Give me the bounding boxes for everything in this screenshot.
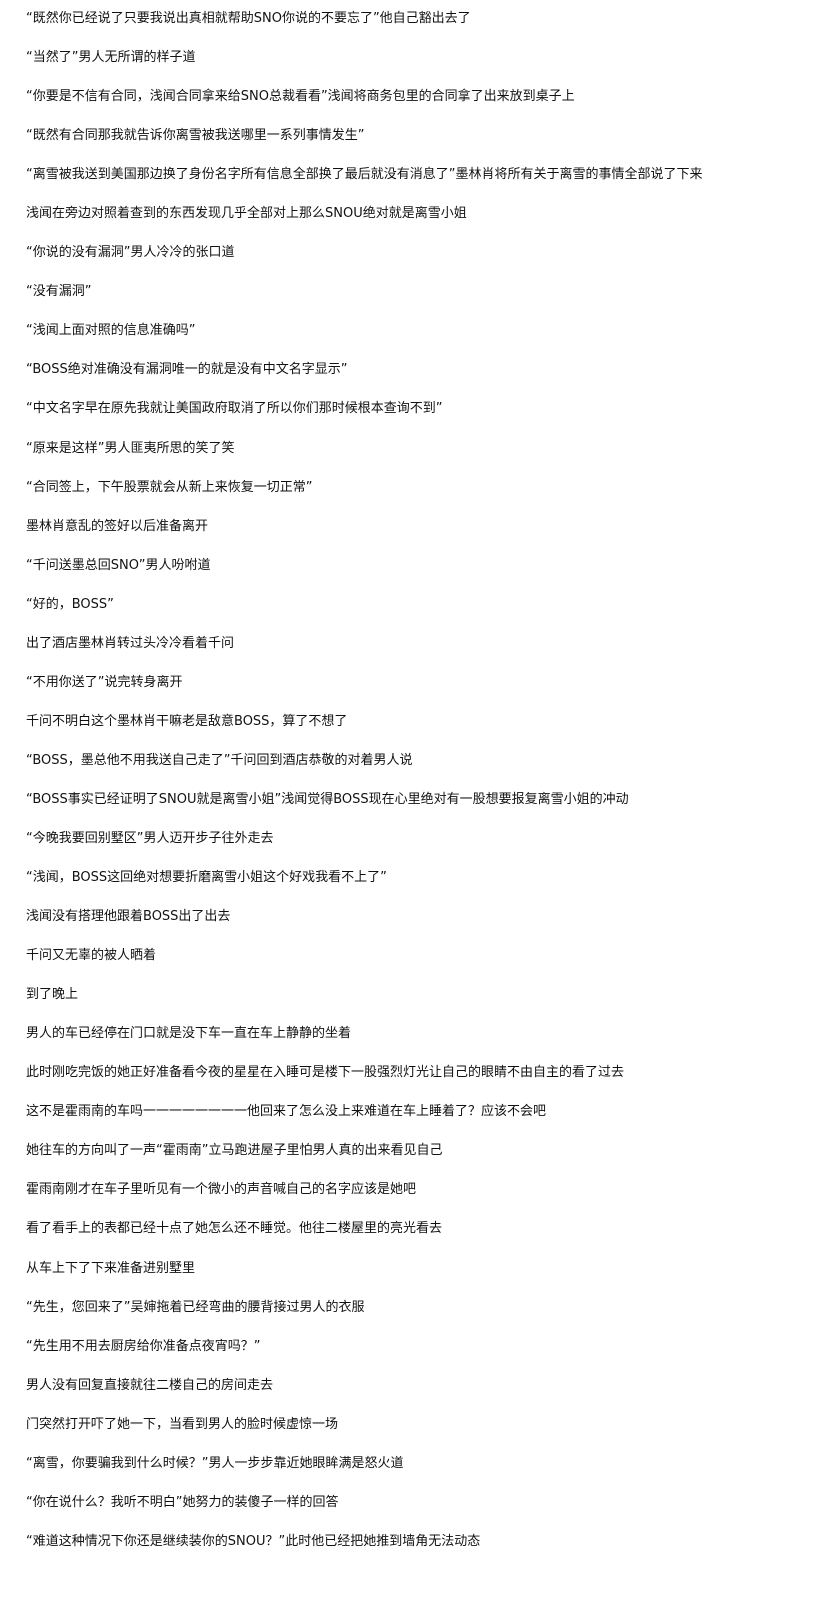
paragraph-line: “既然你已经说了只要我说出真相就帮助SNO你说的不要忘了”他自己豁出去了 xyxy=(26,11,471,26)
paragraph-line: 男人没有回复直接就往二楼自己的房间走去 xyxy=(26,1377,274,1393)
paragraph-line: “合同签上，下午股票就会从新上来恢复一切正常” xyxy=(26,479,313,495)
paragraph-line: “当然了”男人无所谓的样子道 xyxy=(26,50,196,66)
paragraph-line: “你说的没有漏洞”男人冷冷的张口道 xyxy=(26,245,235,261)
paragraph-line: “浅闻，BOSS这回绝对想要折磨离雪小姐这个好戏我看不上了” xyxy=(26,870,387,886)
paragraph-line: “今晚我要回别墅区”男人迈开步子往外走去 xyxy=(26,830,274,846)
paragraph-line: “你要是不信有合同，浅闻合同拿来给SNO总裁看看”浅闻将商务包里的合同拿了出来放… xyxy=(26,89,575,105)
paragraph-line: 千问又无辜的被人晒着 xyxy=(26,948,157,964)
paragraph-line: “BOSS绝对准确没有漏洞唯一的就是没有中文名字显示” xyxy=(26,362,348,378)
paragraph-line: 浅闻没有搭理他跟着BOSS出了出去 xyxy=(26,909,231,925)
paragraph-line: 墨林肖意乱的签好以后准备离开 xyxy=(26,518,209,534)
paragraph-line: 门突然打开吓了她一下，当看到男人的脸时候虚惊一场 xyxy=(26,1416,339,1432)
paragraph-line: 到了晚上 xyxy=(26,987,79,1003)
paragraph-line: 看了看手上的表都已经十点了她怎么还不睡觉。他往二楼屋里的亮光看去 xyxy=(26,1221,443,1237)
paragraph-line: 浅闻在旁边对照着查到的东西发现几乎全部对上那么SNOU绝对就是离雪小姐 xyxy=(26,206,467,222)
paragraph-line: “离雪，你要骗我到什么时候？”男人一步步靠近她眼眸满是怒火道 xyxy=(26,1455,404,1471)
paragraph-line: 千问不明白这个墨林肖干嘛老是敌意BOSS，算了不想了 xyxy=(26,713,348,729)
paragraph-line: “中文名字早在原先我就让美国政府取消了所以你们那时候根本查询不到” xyxy=(26,401,443,417)
paragraph-line: 男人的车已经停在门口就是没下车一直在车上静静的坐着 xyxy=(26,1026,352,1042)
paragraph-line: 霍雨南刚才在车子里听见有一个微小的声音喊自己的名字应该是她吧 xyxy=(26,1182,417,1198)
paragraph-line: “先生，您回来了”吴婶拖着已经弯曲的腰背接过男人的衣服 xyxy=(26,1299,365,1315)
paragraph-line: 她往车的方向叫了一声“霍雨南”立马跑进屋子里怕男人真的出来看见自己 xyxy=(26,1143,443,1159)
paragraph-line: “你在说什么？我听不明白”她努力的装傻子一样的回答 xyxy=(26,1494,339,1510)
paragraph-line: “原来是这样”男人匪夷所思的笑了笑 xyxy=(26,440,235,456)
paragraph-line: 从车上下了下来准备进别墅里 xyxy=(26,1260,196,1276)
paragraph-line: “BOSS，墨总他不用我送自己走了”千问回到酒店恭敬的对着男人说 xyxy=(26,752,413,768)
paragraph-line: 这不是霍雨南的车吗一一一一一一一一他回来了怎么没上来难道在车上睡着了？应该不会吧 xyxy=(26,1104,547,1120)
paragraph-line: “浅闻上面对照的信息准确吗” xyxy=(26,323,196,339)
paragraph-line: “没有漏洞” xyxy=(26,284,92,300)
paragraph-line: “不用你送了”说完转身离开 xyxy=(26,674,183,690)
paragraph-line: 此时刚吃完饭的她正好准备看今夜的星星在入睡可是楼下一股强烈灯光让自己的眼睛不由自… xyxy=(26,1065,625,1081)
paragraph-line: “BOSS事实已经证明了SNOU就是离雪小姐”浅闻觉得BOSS现在心里绝对有一股… xyxy=(26,791,629,807)
paragraph-line: 出了酒店墨林肖转过头冷冷看着千问 xyxy=(26,635,235,651)
document-body: “既然你已经说了只要我说出真相就帮助SNO你说的不要忘了”他自己豁出去了 “当然… xyxy=(26,9,826,1571)
paragraph-line: “千问送墨总回SNO”男人吩咐道 xyxy=(26,557,211,573)
paragraph-line: “既然有合同那我就告诉你离雪被我送哪里一系列事情发生” xyxy=(26,128,365,144)
paragraph-line: “先生用不用去厨房给你准备点夜宵吗？” xyxy=(26,1338,261,1354)
paragraph-line: “好的，BOSS” xyxy=(26,596,114,612)
paragraph-line: “离雪被我送到美国那边换了身份名字所有信息全部换了最后就没有消息了”墨林肖将所有… xyxy=(26,167,703,183)
paragraph-line: “难道这种情况下你还是继续装你的SNOU？”此时他已经把她推到墙角无法动态 xyxy=(26,1533,481,1549)
